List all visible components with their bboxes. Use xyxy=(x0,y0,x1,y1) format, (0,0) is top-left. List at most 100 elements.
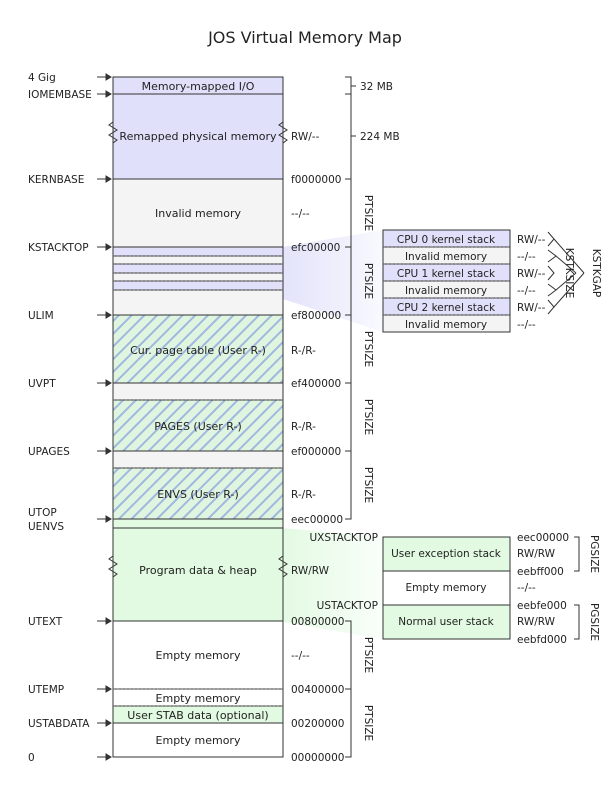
region-label-empty1: Empty memory xyxy=(156,649,241,662)
region-exception xyxy=(112,518,284,529)
size-ptsize: PTSIZE xyxy=(362,467,374,503)
region-label-empty3: Empty memory xyxy=(156,734,241,747)
dotted-separators xyxy=(113,255,283,707)
label-utop: UTOP xyxy=(28,507,57,519)
addr-uenvs: eec00000 xyxy=(291,514,343,526)
pgsize-brackets xyxy=(574,536,580,640)
addr-kstacktop: efc00000 xyxy=(291,242,340,254)
label-uenvs: UENVS xyxy=(28,521,64,533)
region-label-pages: PAGES (User R-) xyxy=(154,420,242,433)
label-utext: UTEXT xyxy=(28,616,63,628)
region-pages xyxy=(112,399,284,452)
size-ptsize: PTSIZE xyxy=(362,195,374,231)
uxstacktop-label: UXSTACKTOP xyxy=(309,532,378,544)
region-label-stab: User STAB data (optional) xyxy=(127,709,268,722)
region-label-remapped: Remapped physical memory xyxy=(119,130,277,143)
label-upages: UPAGES xyxy=(28,446,70,458)
addr-zero: 00000000 xyxy=(291,752,344,764)
break-marks xyxy=(108,121,288,578)
kstkgap-label: KSTKGAP xyxy=(590,249,602,298)
perm-program: RW/RW xyxy=(291,565,330,577)
kstack-row-label: CPU 2 kernel stack xyxy=(397,302,496,314)
kstack-strip xyxy=(112,246,284,257)
ustack-perm: RW/RW xyxy=(517,548,556,560)
region-labels: Memory-mapped I/O Remapped physical memo… xyxy=(119,80,277,747)
ustack-perm: --/-- xyxy=(517,582,536,594)
pgsize-label: PGSIZE xyxy=(588,535,600,573)
addr-ustabdata: 00200000 xyxy=(291,718,344,730)
ustack-side-labels: UXSTACKTOP USTACKTOP eec00000 RW/RW eebf… xyxy=(309,532,600,646)
kstack-row-perm: RW/-- xyxy=(517,268,546,280)
region-curpgtable xyxy=(112,314,284,384)
kstack-perms: RW/-- --/-- RW/-- --/-- RW/-- --/-- xyxy=(517,234,546,331)
label-kernbase: KERNBASE xyxy=(28,174,84,186)
label-zero: 0 xyxy=(28,752,35,764)
region-empty3 xyxy=(112,722,284,758)
ustack-addr: eec00000 xyxy=(517,532,569,544)
size-32mb: 32 MB xyxy=(360,81,393,93)
ustacktop-label: USTACKTOP xyxy=(317,600,378,612)
region-program xyxy=(112,527,284,622)
region-label-program: Program data & heap xyxy=(139,564,257,577)
perm-envs: R-/R- xyxy=(291,489,316,501)
kstack-row-perm: RW/-- xyxy=(517,234,546,246)
region-label-mmio: Memory-mapped I/O xyxy=(142,80,255,93)
kstack-labels: CPU 0 kernel stack Invalid memory CPU 1 … xyxy=(397,234,496,331)
perm-invalid: --/-- xyxy=(291,208,310,220)
region-ro-gap xyxy=(112,450,284,469)
ustack-addr: eebff000 xyxy=(517,566,564,578)
ustack-row-label: User exception stack xyxy=(391,548,502,560)
kstack-row-label: Invalid memory xyxy=(405,285,487,297)
kstack-row-label: Invalid memory xyxy=(405,319,487,331)
region-empty1 xyxy=(112,620,284,690)
kstack-size-labels: KSTKSIZE KSTKGAP xyxy=(563,248,602,298)
size-labels: 32 MB 224 MB PTSIZE PTSIZE PTSIZE PTSIZE… xyxy=(360,81,400,741)
pgsize-label: PGSIZE xyxy=(588,603,600,641)
kstksize-label: KSTKSIZE xyxy=(563,248,575,298)
label-4g: 4 Gig xyxy=(28,72,56,84)
kstack-row-perm: --/-- xyxy=(517,319,536,331)
addr-utemp: 00400000 xyxy=(291,684,344,696)
size-ptsize: PTSIZE xyxy=(362,637,374,673)
addr-utext: 00800000 xyxy=(291,616,344,628)
kstack-row-perm: RW/-- xyxy=(517,302,546,314)
label-uvpt: UVPT xyxy=(28,378,56,390)
kstack-zoom-funnel xyxy=(283,230,383,332)
label-ustabdata: USTABDATA xyxy=(28,718,90,730)
ustack-detail xyxy=(382,536,511,640)
size-ptsize: PTSIZE xyxy=(362,263,374,299)
left-labels: 4 Gig IOMEMBASE KERNBASE KSTACKTOP ULIM … xyxy=(28,72,92,764)
perm-empty1: --/-- xyxy=(291,650,310,662)
size-brackets xyxy=(345,76,356,758)
kstack-dotted xyxy=(383,246,510,316)
perm-remapped: RW/-- xyxy=(291,131,320,143)
ustack-labels: User exception stack Empty memory Normal… xyxy=(391,548,502,628)
ustack-addr: eebfd000 xyxy=(517,634,567,646)
addr-kernbase: f0000000 xyxy=(291,174,341,186)
kstack-row-perm: --/-- xyxy=(517,285,536,297)
label-kstacktop: KSTACKTOP xyxy=(28,242,89,254)
kstack-strip xyxy=(112,280,284,291)
region-label-envs: ENVS (User R-) xyxy=(157,488,239,501)
diagram-title: JOS Virtual Memory Map xyxy=(207,28,402,47)
region-ro-gap xyxy=(112,382,284,401)
kstack-detail xyxy=(382,229,511,333)
label-utemp: UTEMP xyxy=(28,684,64,696)
size-224mb: 224 MB xyxy=(360,131,400,143)
kstack-strip xyxy=(112,263,284,274)
addr-uvpt: ef400000 xyxy=(291,378,341,390)
region-envs xyxy=(112,467,284,520)
ustack-addr: eebfe000 xyxy=(517,600,567,612)
label-iomembase: IOMEMBASE xyxy=(28,89,92,101)
kstack-row-label: CPU 1 kernel stack xyxy=(397,268,496,280)
permission-labels: RW/-- --/-- R-/R- R-/R- R-/R- RW/RW --/-… xyxy=(291,131,330,662)
kstack-row-label: CPU 0 kernel stack xyxy=(397,234,496,246)
region-label-curpgtable: Cur. page table (User R-) xyxy=(130,344,266,357)
region-invalid xyxy=(112,178,284,248)
perm-curpgtable: R-/R- xyxy=(291,345,316,357)
size-ptsize: PTSIZE xyxy=(362,331,374,367)
perm-pages: R-/R- xyxy=(291,421,316,433)
addr-ulim: ef800000 xyxy=(291,310,341,322)
addr-upages: ef000000 xyxy=(291,446,341,458)
